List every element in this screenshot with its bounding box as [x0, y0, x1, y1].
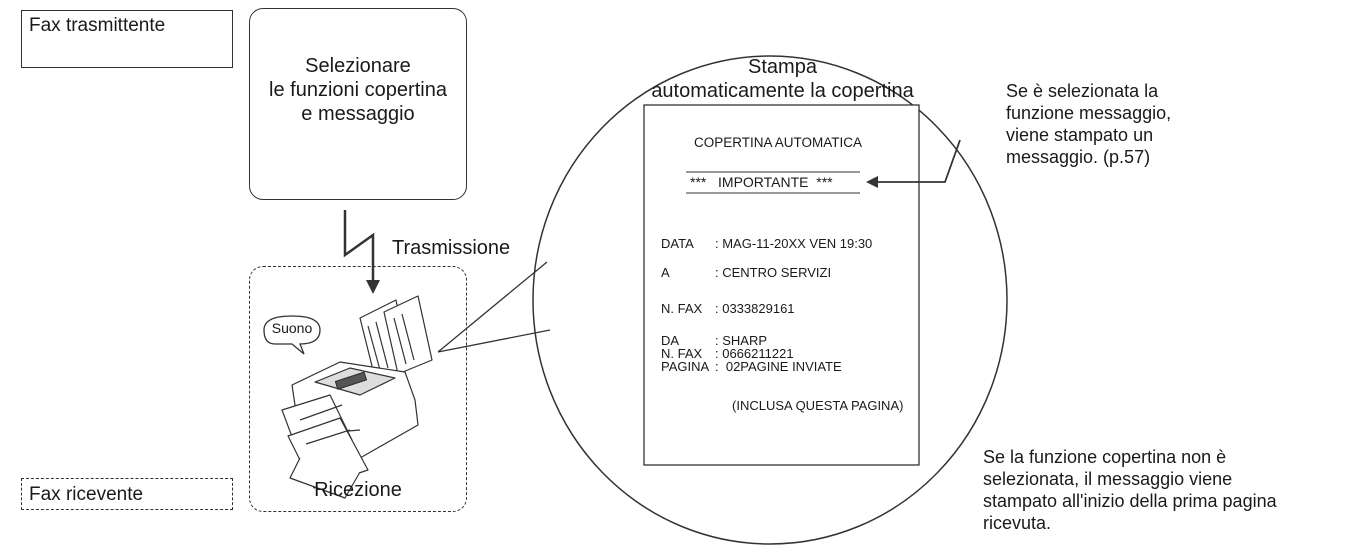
row-a-value: : CENTRO SERVIZI: [715, 265, 832, 280]
row-data-key: DATA: [661, 236, 694, 251]
select-box-line2: le funzioni copertina: [269, 79, 447, 101]
row-a-key: A: [661, 265, 670, 280]
no-cover-note-line2: selezionata, il messaggio viene: [983, 469, 1233, 489]
included-note: (INCLUSA QUESTA PAGINA): [732, 398, 904, 413]
no-cover-note-line3: stampato all'inizio della prima pagina: [983, 491, 1277, 511]
cover-sheet-page: [643, 104, 920, 466]
message-arrow: [870, 139, 961, 183]
importante-line: *** IMPORTANTE ***: [690, 174, 833, 190]
sound-bubble-shape: [263, 315, 321, 355]
sound-bubble-text: Suono: [271, 320, 313, 336]
transmission-label: Trasmissione: [392, 237, 511, 259]
select-box-line1: Selezionare: [305, 55, 411, 77]
fax-machine-icon: [281, 295, 433, 499]
row-nfax1-value: : 0333829161: [715, 301, 795, 316]
reception-label: Ricezione: [314, 479, 402, 501]
message-note: Se è selezionata la funzione messaggio, …: [1006, 80, 1171, 168]
message-note-line3: viene stampato un: [1006, 125, 1154, 145]
row-nfax2-value: : 0666211221: [715, 346, 794, 361]
row-pagina-key: PAGINA: [661, 359, 710, 374]
sender-label-box: Fax trasmittente: [21, 10, 233, 68]
row-nfax1-key: N. FAX: [661, 301, 703, 316]
receiver-label: Fax ricevente: [29, 484, 144, 505]
zoom-title: Stampa automaticamente la copertina: [635, 55, 930, 103]
zoom-title-line2: automaticamente la copertina: [651, 80, 914, 102]
row-pagina-value: : 02PAGINE INVIATE: [715, 359, 842, 374]
message-note-line2: funzione messaggio,: [1006, 103, 1172, 123]
select-box-line3: e messaggio: [301, 103, 415, 125]
no-cover-note-line1: Se la funzione copertina non è: [983, 447, 1227, 467]
row-da-value: : SHARP: [715, 333, 768, 348]
lightning-arrow: [343, 210, 375, 282]
select-functions-box: Selezionare le funzioni copertina e mess…: [249, 8, 467, 200]
message-note-line1: Se è selezionata la: [1006, 81, 1159, 101]
row-data-value: : MAG-11-20XX VEN 19:30: [715, 236, 873, 251]
sender-label: Fax trasmittente: [29, 15, 166, 36]
callout-line-upper: [437, 261, 548, 353]
no-cover-note: Se la funzione copertina non è seleziona…: [983, 446, 1277, 534]
message-arrow-head: [866, 176, 878, 188]
cover-heading: COPERTINA AUTOMATICA: [694, 135, 863, 150]
receiver-label-box: Fax ricevente: [21, 478, 233, 510]
lightning-arrow-head: [366, 280, 380, 294]
row-da-key: DA: [661, 333, 680, 348]
reception-box: [249, 266, 467, 512]
callout-line-lower: [437, 329, 551, 353]
row-nfax2-key: N. FAX: [661, 346, 703, 361]
message-note-line4: messaggio. (p.57): [1006, 147, 1151, 167]
no-cover-note-line4: ricevuta.: [983, 513, 1052, 533]
zoom-title-line1: Stampa: [748, 56, 817, 78]
